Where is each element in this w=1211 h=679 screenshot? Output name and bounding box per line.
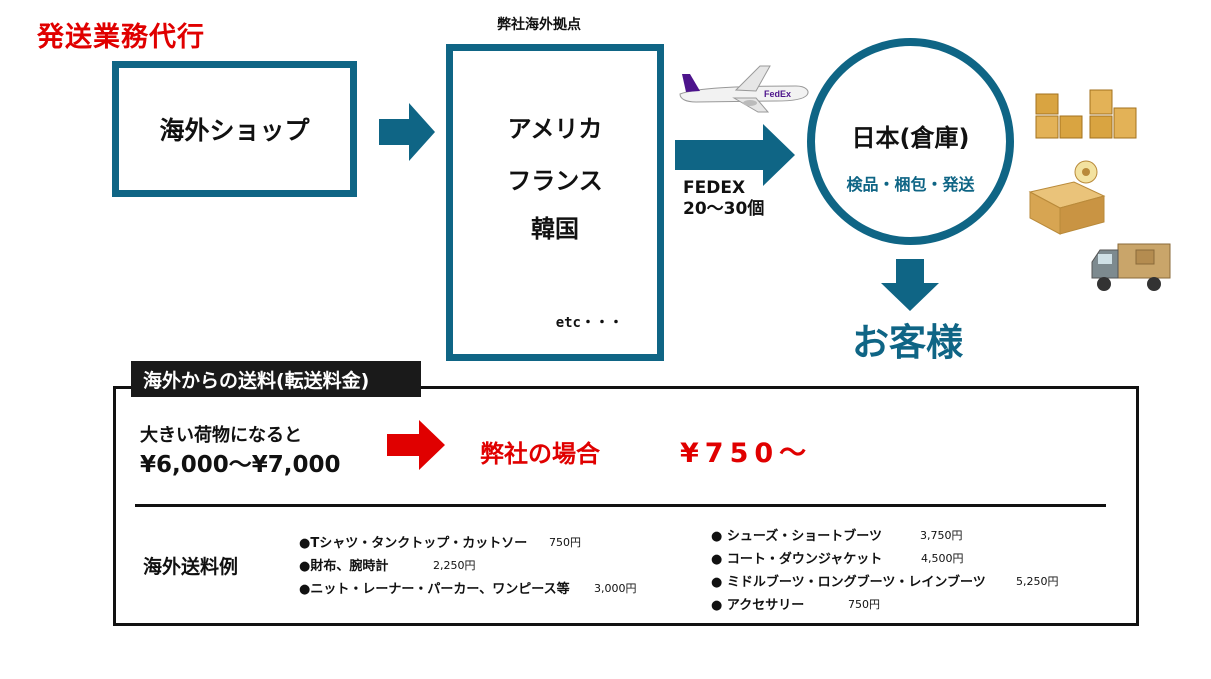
arrow-right-icon	[675, 124, 795, 186]
panel-divider	[135, 504, 1106, 507]
large-parcel-price: ¥6,000〜¥7,000	[140, 452, 341, 478]
hub-country-usa: アメリカ	[507, 115, 603, 143]
hub-country-korea: 韓国	[531, 215, 579, 243]
example-price: 5,250円	[1016, 575, 1059, 588]
customer-label: お客様	[852, 321, 963, 364]
example-item: ● ミドルブーツ・ロングブーツ・レインブーツ	[711, 575, 986, 590]
example-price: 4,500円	[921, 552, 964, 565]
example-price: 3,750円	[920, 529, 963, 542]
example-item: ●財布、腕時計	[299, 559, 389, 574]
hub-etc-label: etc・・・	[555, 315, 623, 331]
our-rate-price: ¥750〜	[680, 438, 813, 469]
tape-box-icon	[1028, 160, 1106, 235]
warehouse-title: 日本(倉庫)	[851, 124, 970, 152]
example-item: ● アクセサリー	[711, 598, 805, 613]
page-title: 発送業務代行	[37, 22, 205, 53]
our-rate-label: 弊社の場合	[480, 440, 600, 468]
arrow-right-icon	[379, 103, 435, 161]
example-item: ● コート・ダウンジャケット	[711, 552, 883, 567]
carrier-name: FEDEX	[683, 178, 746, 198]
arrow-right-icon	[387, 420, 445, 470]
example-item: ●ニット・レーナー・パーカー、ワンピース等	[299, 582, 570, 597]
shipping-fee-tab: 海外からの送料(転送料金)	[131, 361, 421, 397]
plane-brand-text: FedEx	[764, 89, 791, 99]
examples-title: 海外送料例	[143, 556, 239, 578]
example-price: 750円	[848, 598, 880, 611]
example-price: 750円	[549, 536, 581, 549]
airplane-icon: FedEx	[679, 65, 809, 113]
boxes-icon	[1035, 89, 1137, 139]
carrier-quantity: 20〜30個	[683, 199, 765, 220]
overseas-hub-box: アメリカ フランス 韓国 etc・・・	[446, 44, 664, 361]
japan-warehouse-circle: 日本(倉庫) 検品・梱包・発送	[807, 38, 1014, 245]
hub-country-france: フランス	[507, 167, 603, 195]
overseas-hub-caption: 弊社海外拠点	[497, 17, 581, 33]
overseas-shop-box: 海外ショップ	[112, 61, 357, 197]
shipping-fee-panel	[113, 386, 1139, 626]
carrier-label: FEDEX 20〜30個	[683, 178, 764, 221]
example-price: 2,250円	[433, 559, 476, 572]
warehouse-services: 検品・梱包・発送	[846, 175, 975, 194]
example-item: ●Tシャツ・タンクトップ・カットソー	[299, 536, 528, 551]
arrow-down-icon	[881, 259, 939, 311]
large-parcel-label: 大きい荷物になると	[140, 425, 302, 446]
overseas-shop-label: 海外ショップ	[159, 116, 310, 145]
truck-icon	[1091, 243, 1171, 291]
example-item: ● シューズ・ショートブーツ	[711, 529, 882, 544]
example-price: 3,000円	[594, 582, 637, 595]
